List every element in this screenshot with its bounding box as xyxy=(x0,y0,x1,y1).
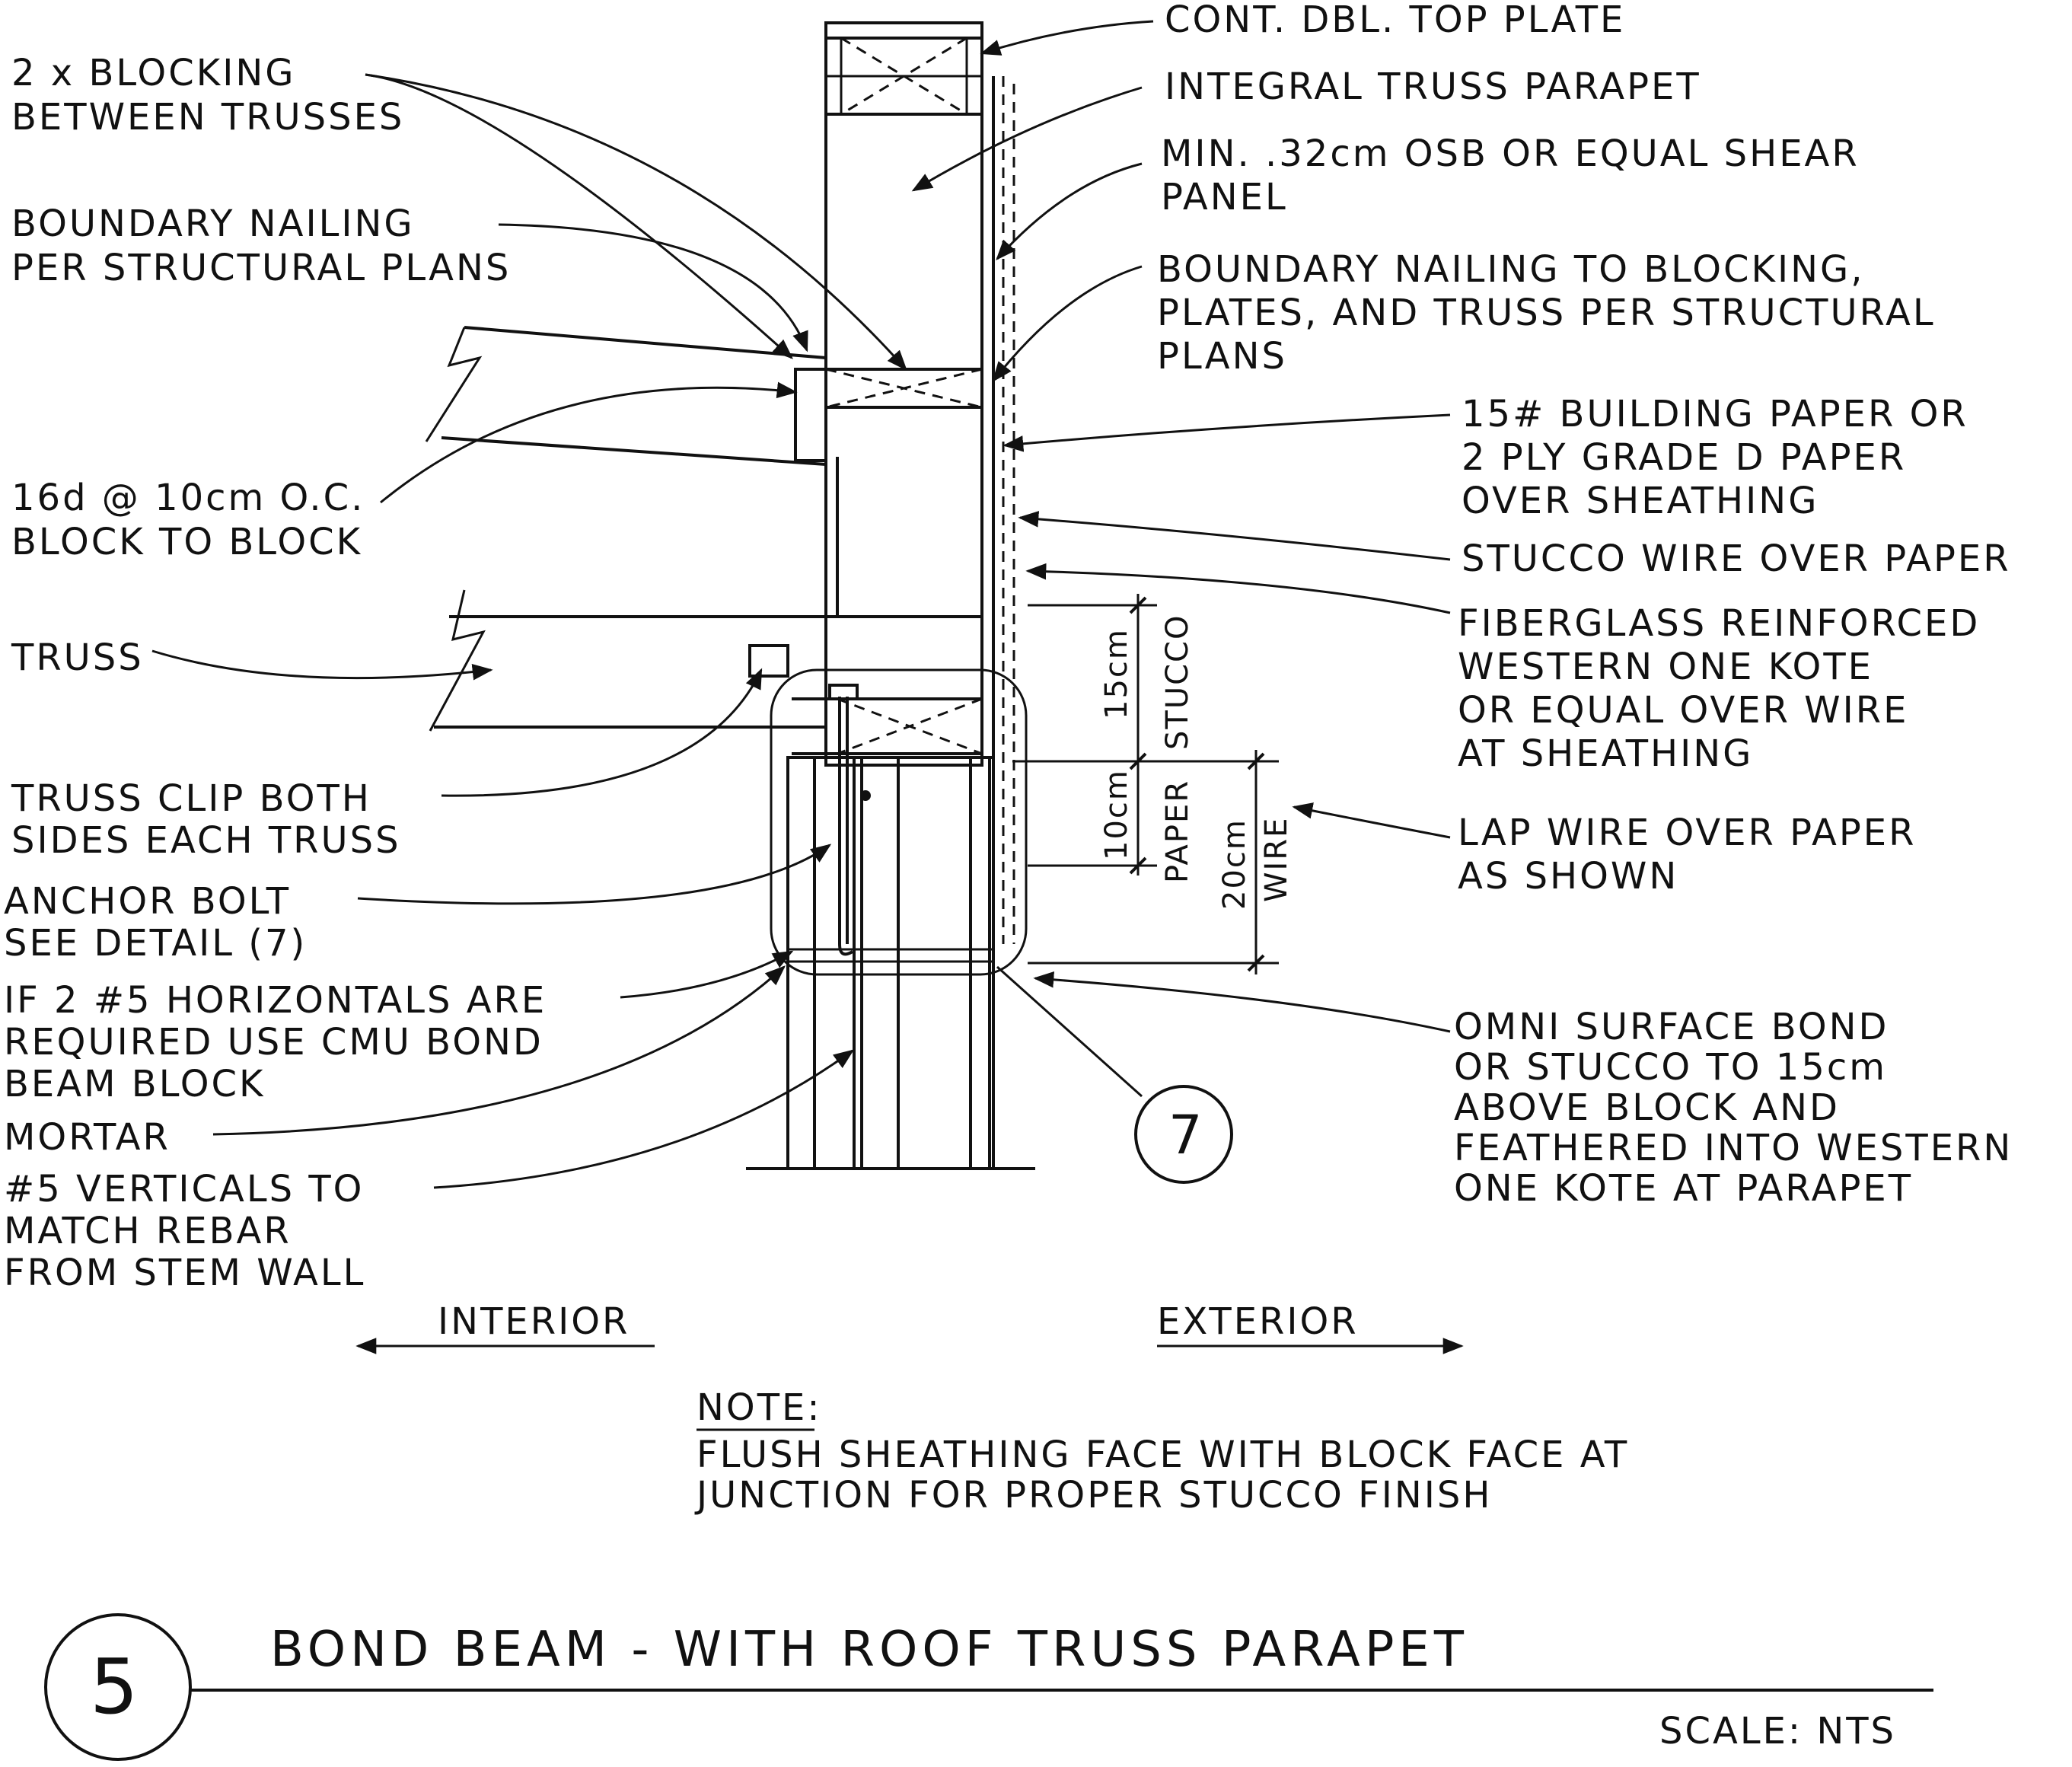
label-lap-2: AS SHOWN xyxy=(1458,855,1678,898)
dim-paper: PAPER xyxy=(1160,780,1195,883)
label-bnail-1: BOUNDARY NAILING xyxy=(11,203,415,245)
note-line-1: FLUSH SHEATHING FACE WITH BLOCK FACE AT xyxy=(697,1434,1629,1476)
dimensions: 15cm 10cm STUCCO PAPER 20cm WIRE xyxy=(1012,594,1294,974)
leader-lines xyxy=(151,20,1451,1189)
label-16d-2: BLOCK TO BLOCK xyxy=(11,521,362,563)
label-horiz-2: REQUIRED USE CMU BOND xyxy=(4,1021,544,1064)
label-vert-2: MATCH REBAR xyxy=(4,1210,292,1252)
orientation-arrows: INTERIOR EXTERIOR xyxy=(355,1300,1464,1354)
detail-7-callout: 7 xyxy=(1134,1085,1233,1184)
dim-15cm: 15cm xyxy=(1099,628,1134,719)
scale-label: SCALE: NTS xyxy=(1659,1710,1896,1753)
label-clip-1: TRUSS CLIP BOTH xyxy=(11,777,371,820)
label-fiber-4: AT SHEATHING xyxy=(1458,732,1753,775)
label-omni-4: FEATHERED INTO WESTERN xyxy=(1454,1127,2013,1169)
right-labels: CONT. DBL. TOP PLATE INTEGRAL TRUSS PARA… xyxy=(1157,0,2013,1210)
label-vert-3: FROM STEM WALL xyxy=(4,1252,365,1294)
label-osb-2: PANEL xyxy=(1161,176,1288,218)
dim-10cm: 10cm xyxy=(1099,769,1134,860)
label-lap-1: LAP WIRE OVER PAPER xyxy=(1458,812,1916,854)
label-fiber-2: WESTERN ONE KOTE xyxy=(1458,646,1873,688)
label-paper-3: OVER SHEATHING xyxy=(1462,480,1819,522)
label-omni-2: OR STUCCO TO 15cm xyxy=(1454,1046,1887,1089)
label-osb-1: MIN. .32cm OSB OR EQUAL SHEAR xyxy=(1161,132,1860,175)
label-bnail-block-3: PLANS xyxy=(1157,335,1287,378)
label-bnail-block-1: BOUNDARY NAILING TO BLOCKING, xyxy=(1157,248,1864,291)
label-omni-5: ONE KOTE AT PARAPET xyxy=(1454,1167,1913,1210)
label-paper-2: 2 PLY GRADE D PAPER xyxy=(1462,436,1906,479)
parapet-framing xyxy=(792,21,983,767)
detail-ref-7: 7 xyxy=(1168,1104,1203,1166)
label-vert-1: #5 VERTICALS TO xyxy=(4,1168,364,1210)
label-bnail-block-2: PLATES, AND TRUSS PER STRUCTURAL xyxy=(1157,292,1936,334)
label-top-plate: CONT. DBL. TOP PLATE xyxy=(1165,0,1625,41)
label-horiz-3: BEAM BLOCK xyxy=(4,1063,266,1105)
label-blocking-2: BETWEEN TRUSSES xyxy=(11,96,404,139)
label-16d-1: 16d @ 10cm O.C. xyxy=(11,477,365,519)
label-mortar: MORTAR xyxy=(4,1116,171,1159)
dim-20cm: 20cm xyxy=(1217,818,1252,910)
note-heading: NOTE: xyxy=(697,1386,822,1429)
roof-truss xyxy=(425,326,982,732)
title-block: 5 BOND BEAM - WITH ROOF TRUSS PARAPET SC… xyxy=(44,1613,1933,1761)
label-horiz-1: IF 2 #5 HORIZONTALS ARE xyxy=(4,979,547,1022)
label-blocking-1: 2 x BLOCKING xyxy=(11,52,295,94)
label-omni-1: OMNI SURFACE BOND xyxy=(1454,1006,1889,1048)
label-bnail-2: PER STRUCTURAL PLANS xyxy=(11,247,511,289)
label-clip-2: SIDES EACH TRUSS xyxy=(11,819,401,862)
dim-wire: WIRE xyxy=(1259,817,1294,902)
note-line-2: JUNCTION FOR PROPER STUCCO FINISH xyxy=(694,1474,1492,1517)
label-anchor-1: ANCHOR BOLT xyxy=(4,880,291,923)
label-fiber-1: FIBERGLASS REINFORCED xyxy=(1458,602,1980,645)
detail-title: BOND BEAM - WITH ROOF TRUSS PARAPET xyxy=(270,1622,1468,1678)
dim-stucco: STUCCO xyxy=(1160,614,1195,750)
sheathing-layers xyxy=(980,46,1015,944)
label-exterior: EXTERIOR xyxy=(1157,1300,1359,1343)
note-block: NOTE: FLUSH SHEATHING FACE WITH BLOCK FA… xyxy=(694,1386,1629,1517)
label-stucco-wire: STUCCO WIRE OVER PAPER xyxy=(1462,537,2011,580)
label-parapet: INTEGRAL TRUSS PARAPET xyxy=(1165,65,1701,108)
label-fiber-3: OR EQUAL OVER WIRE xyxy=(1458,689,1908,732)
detail-number: 5 xyxy=(90,1642,139,1731)
label-truss: TRUSS xyxy=(11,636,144,679)
label-anchor-2: SEE DETAIL (7) xyxy=(4,922,307,965)
label-interior: INTERIOR xyxy=(438,1300,630,1343)
label-omni-3: ABOVE BLOCK AND xyxy=(1454,1086,1840,1129)
label-paper-1: 15# BUILDING PAPER OR xyxy=(1462,393,1968,435)
left-labels: 2 x BLOCKING BETWEEN TRUSSES BOUNDARY NA… xyxy=(4,52,547,1294)
